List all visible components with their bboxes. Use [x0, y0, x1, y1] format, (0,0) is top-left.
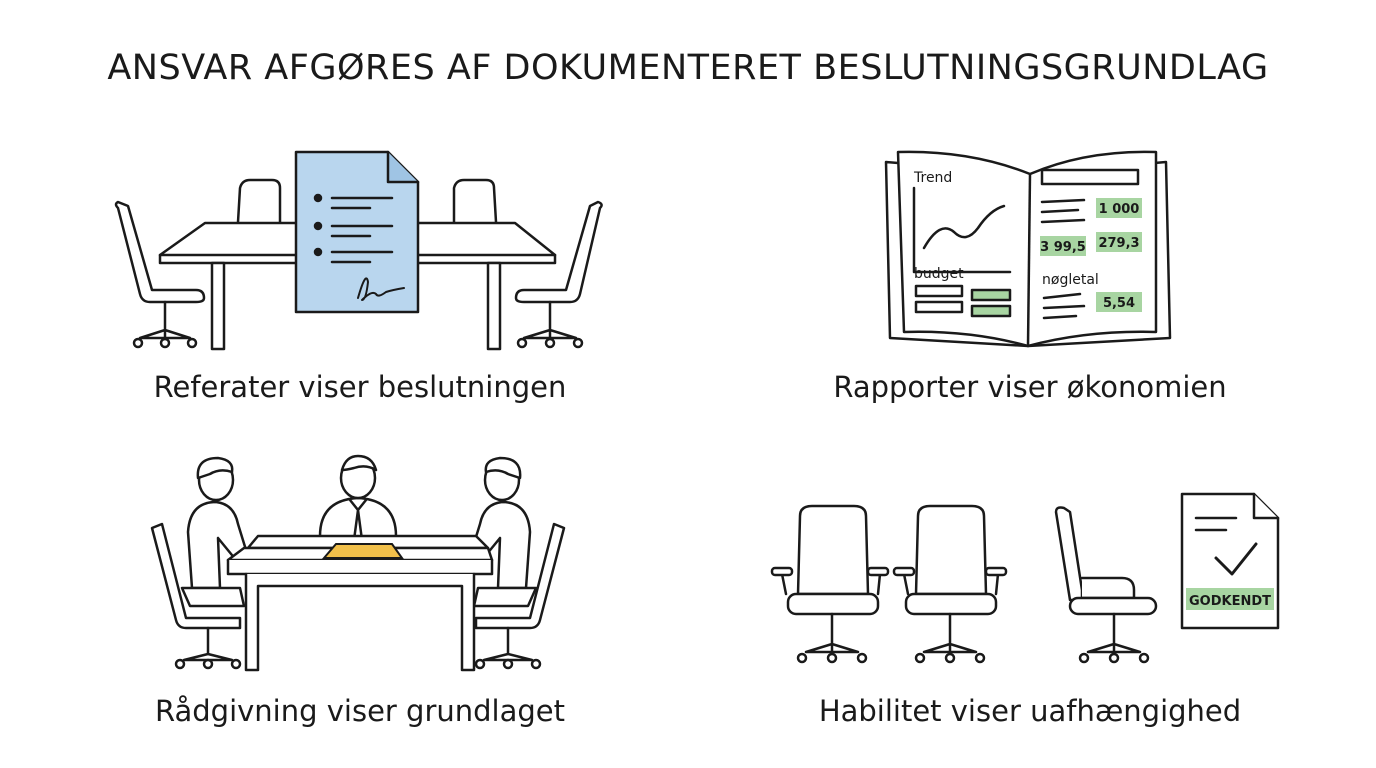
page-title: ANSVAR AFGØRES AF DOKUMENTERET BESLUTNIN… — [107, 48, 1269, 88]
meeting-minutes-illustration — [114, 150, 603, 351]
value-554: 5,54 — [1103, 296, 1135, 311]
approved-label: GODKENDT — [1189, 594, 1271, 609]
approved-document-icon — [1180, 492, 1280, 630]
value-1000: 1 000 — [1099, 202, 1140, 217]
keyfigures-label: nøgletal — [1042, 272, 1099, 288]
independence-illustration: GODKENDT — [770, 492, 1280, 664]
signed-document-icon — [294, 150, 420, 314]
folder-icon — [321, 543, 404, 559]
caption-reports: Rapporter viser økonomien — [833, 370, 1227, 404]
value-3995: 3 99,5 — [1040, 240, 1086, 255]
caption-minutes: Referater viser beslutningen — [153, 370, 567, 404]
value-2793: 279,3 — [1098, 236, 1139, 251]
advisory-meeting-illustration — [150, 454, 566, 672]
caption-advice: Rådgivning viser grundlaget — [154, 694, 566, 728]
financial-report-illustration: Trend budget nøgletal 1 000 3 99,5 279,3… — [884, 150, 1172, 348]
trend-label: Trend — [913, 170, 952, 186]
budget-label: budget — [914, 266, 964, 282]
caption-independence: Habilitet viser uafhængighed — [818, 694, 1242, 728]
